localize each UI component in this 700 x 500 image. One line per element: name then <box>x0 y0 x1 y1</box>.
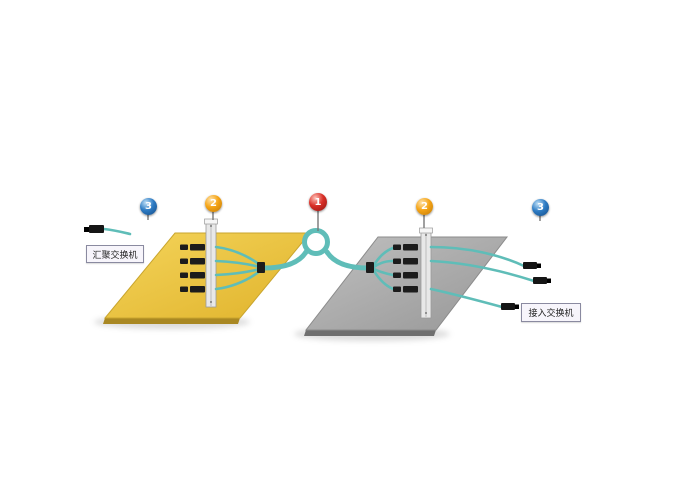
left-plug-group <box>84 225 132 236</box>
badge-number: 2 <box>421 201 428 212</box>
connector-row <box>393 258 418 265</box>
right-exit-cables <box>429 245 536 309</box>
right-panel <box>304 236 509 336</box>
label-access-switch: 接入交换机 <box>521 303 581 322</box>
left-fan-cables <box>214 245 262 291</box>
fiber-couplers <box>257 262 374 273</box>
left-cable-stub <box>102 227 132 236</box>
badge-2-left: 2 <box>205 195 222 212</box>
access-switch-text: 接入交换机 <box>528 309 574 319</box>
badge-number: 2 <box>210 198 217 209</box>
right-fan-cables <box>372 246 395 291</box>
label-aggregation-switch: 汇聚交换机 <box>86 245 144 263</box>
left-patch-strip <box>204 218 218 308</box>
badge-3-left: 3 <box>140 198 157 215</box>
right-panel-connectors <box>393 244 418 293</box>
right-plugs <box>501 262 551 310</box>
fiber-plug <box>523 262 541 269</box>
connector-row <box>393 272 418 279</box>
fiber-loop-cable <box>261 228 371 271</box>
connector-row <box>393 244 418 251</box>
badge-stems <box>147 211 541 231</box>
fiber-plug-tip <box>84 227 89 232</box>
aggregation-switch-text: 汇聚交换机 <box>92 250 138 261</box>
badge-2-right: 2 <box>416 198 433 215</box>
left-panel-connectors <box>180 244 205 293</box>
badge-number: 3 <box>145 201 152 212</box>
connector-row <box>180 286 205 293</box>
badge-1-center: 1 <box>309 193 327 211</box>
badge-3-right: 3 <box>532 199 549 216</box>
badge-number: 1 <box>314 196 322 208</box>
fiber-plug <box>533 277 551 284</box>
fiber-loop <box>302 228 330 256</box>
connector-row <box>180 258 205 265</box>
fiber-plug <box>501 303 519 310</box>
badge-number: 3 <box>537 202 544 213</box>
connector-row <box>180 244 205 251</box>
coupler-left <box>257 262 265 273</box>
connector-row <box>180 272 205 279</box>
coupler-right <box>366 262 374 273</box>
fiber-plug <box>89 225 104 233</box>
right-patch-strip <box>419 227 433 319</box>
connector-row <box>393 286 418 293</box>
